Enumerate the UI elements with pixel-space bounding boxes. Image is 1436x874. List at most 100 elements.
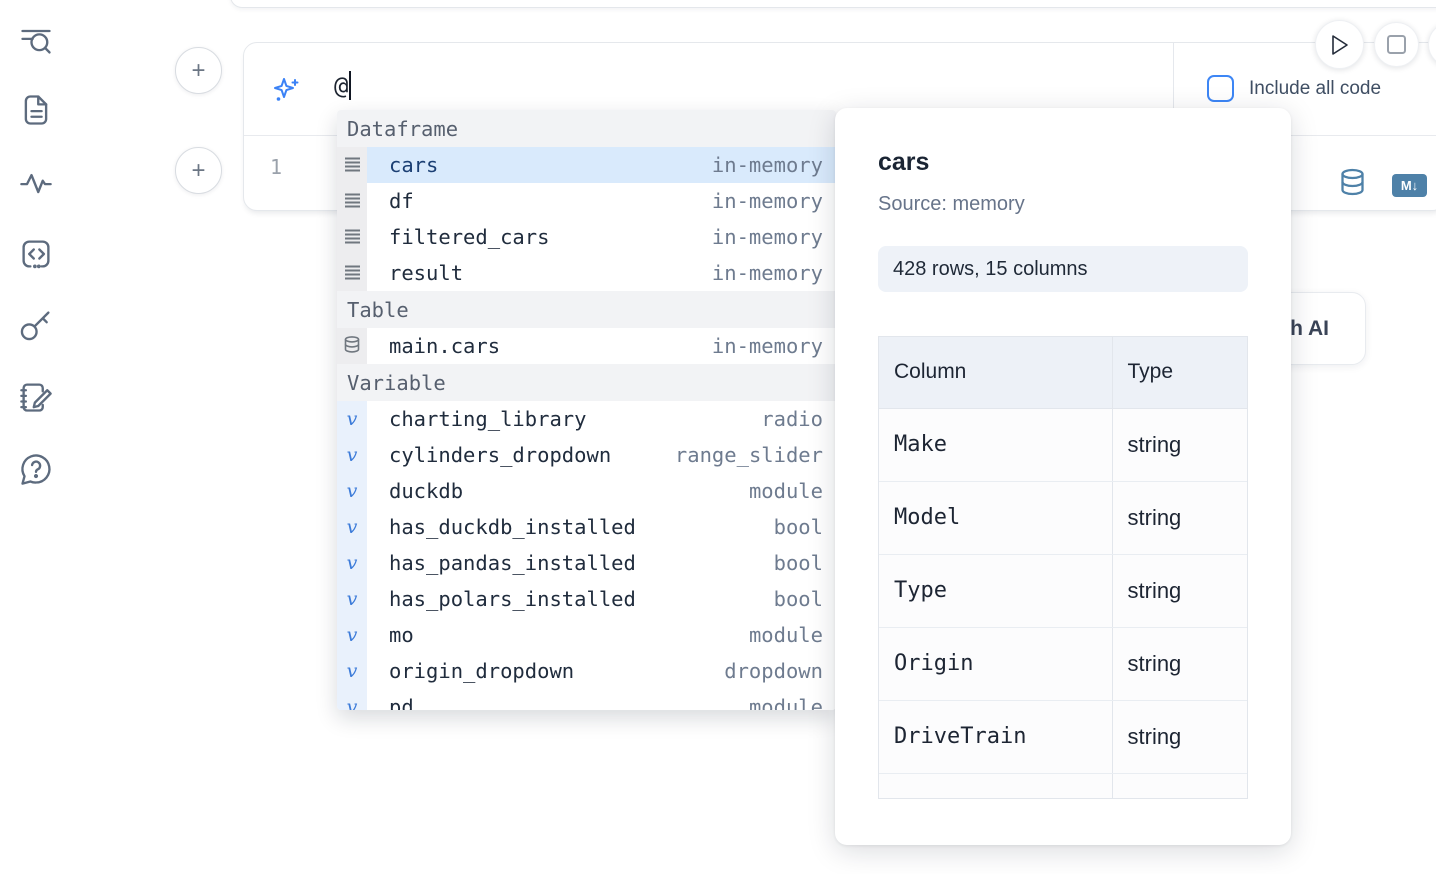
schema-col-header: Column [879,337,1113,409]
ai-prompt-input[interactable]: @ [334,71,352,100]
help-chat-icon[interactable] [18,451,54,487]
completion-item-name: pd [389,695,414,710]
variable-icon: v [337,581,367,617]
completion-item-type: module [748,623,823,647]
add-cell-button-bottom[interactable]: + [175,147,222,194]
variable-icon: v [337,509,367,545]
activity-icon[interactable] [18,165,54,201]
file-icon[interactable] [18,92,54,128]
variable-icon: v [337,401,367,437]
schema-column-type: string [1112,627,1247,701]
code-editor-row[interactable]: 1 M↓ [244,136,1436,210]
completion-item-type: module [748,695,823,710]
completion-item-has_duckdb_installed[interactable]: v has_duckdb_installed bool [337,509,836,545]
completion-item-df[interactable]: df in-memory [337,183,836,219]
completion-item-name: df [389,189,414,213]
sparkles-icon [272,76,302,106]
completion-section-header: Table [337,291,836,328]
popup-shape-badge: 428 rows, 15 columns [878,246,1248,292]
completion-item-main: cars in-memory [367,147,836,183]
schema-type-header: Type [1112,337,1247,409]
sidebar [0,0,72,874]
schema-column-type: string [1112,408,1247,482]
table-of-contents-search-icon[interactable] [18,22,54,58]
schema-column-name: Model [879,481,1113,555]
completion-item-cars[interactable]: cars in-memory [337,147,836,183]
completion-item-main.cars[interactable]: main.cars in-memory [337,328,836,364]
popup-source: Source: memory [878,193,1025,215]
completion-item-name: has_duckdb_installed [389,515,636,539]
dataframe-detail-popup: cars Source: memory 428 rows, 15 columns… [835,108,1291,845]
scratchpad-icon[interactable] [18,379,54,415]
completion-item-main: main.cars in-memory [367,328,836,364]
completion-item-type: radio [761,407,823,431]
completion-item-type: in-memory [711,334,823,358]
variable-icon: v [337,653,367,689]
completion-item-name: filtered_cars [389,225,550,249]
completion-item-type: in-memory [711,189,823,213]
line-number: 1 [270,155,283,179]
popup-title: cars [878,148,930,176]
schema-column-type: string [1112,554,1247,628]
completion-item-type: in-memory [711,225,823,249]
completion-item-main: pd module [367,689,836,710]
markdown-badge-icon[interactable]: M↓ [1392,173,1427,197]
variable-icon: v [337,437,367,473]
completion-section-header: Variable [337,364,836,401]
run-cell-button[interactable] [1315,20,1364,69]
schema-row-partial [879,773,1247,798]
include-all-code-checkbox[interactable] [1207,75,1234,102]
completion-item-pd[interactable]: v pd module [337,689,836,710]
schema-column-name: Make [879,408,1113,482]
completion-item-main: has_duckdb_installed bool [367,509,836,545]
completion-item-name: mo [389,623,414,647]
completion-item-type: bool [773,515,823,539]
rows-icon [337,147,367,183]
completion-section-header: Dataframe [337,110,836,147]
rows-icon [337,183,367,219]
completion-item-type: module [748,479,823,503]
completion-item-type: in-memory [711,153,823,177]
schema-column-type [1112,773,1247,798]
variable-icon: v [337,689,367,710]
key-icon[interactable] [18,307,54,343]
schema-column-type: string [1112,481,1247,555]
stop-button[interactable] [1374,22,1419,67]
completion-item-name: main.cars [389,334,501,358]
variable-icon: v [337,617,367,653]
variable-icon: v [337,545,367,581]
database-icon[interactable] [1339,168,1366,202]
schema-column-name: Type [879,554,1113,628]
completion-item-name: cylinders_dropdown [389,443,612,467]
schema-column-name: Origin [879,627,1113,701]
completion-item-name: origin_dropdown [389,659,575,683]
completion-item-name: result [389,261,464,285]
completion-item-main: filtered_cars in-memory [367,219,836,255]
completion-item-main: df in-memory [367,183,836,219]
completion-item-filtered_cars[interactable]: filtered_cars in-memory [337,219,836,255]
code-snippet-icon[interactable] [18,236,54,272]
completion-item-type: bool [773,551,823,575]
completion-item-name: cars [389,153,439,177]
completion-item-name: has_polars_installed [389,587,636,611]
add-cell-button-top[interactable]: + [175,47,222,94]
